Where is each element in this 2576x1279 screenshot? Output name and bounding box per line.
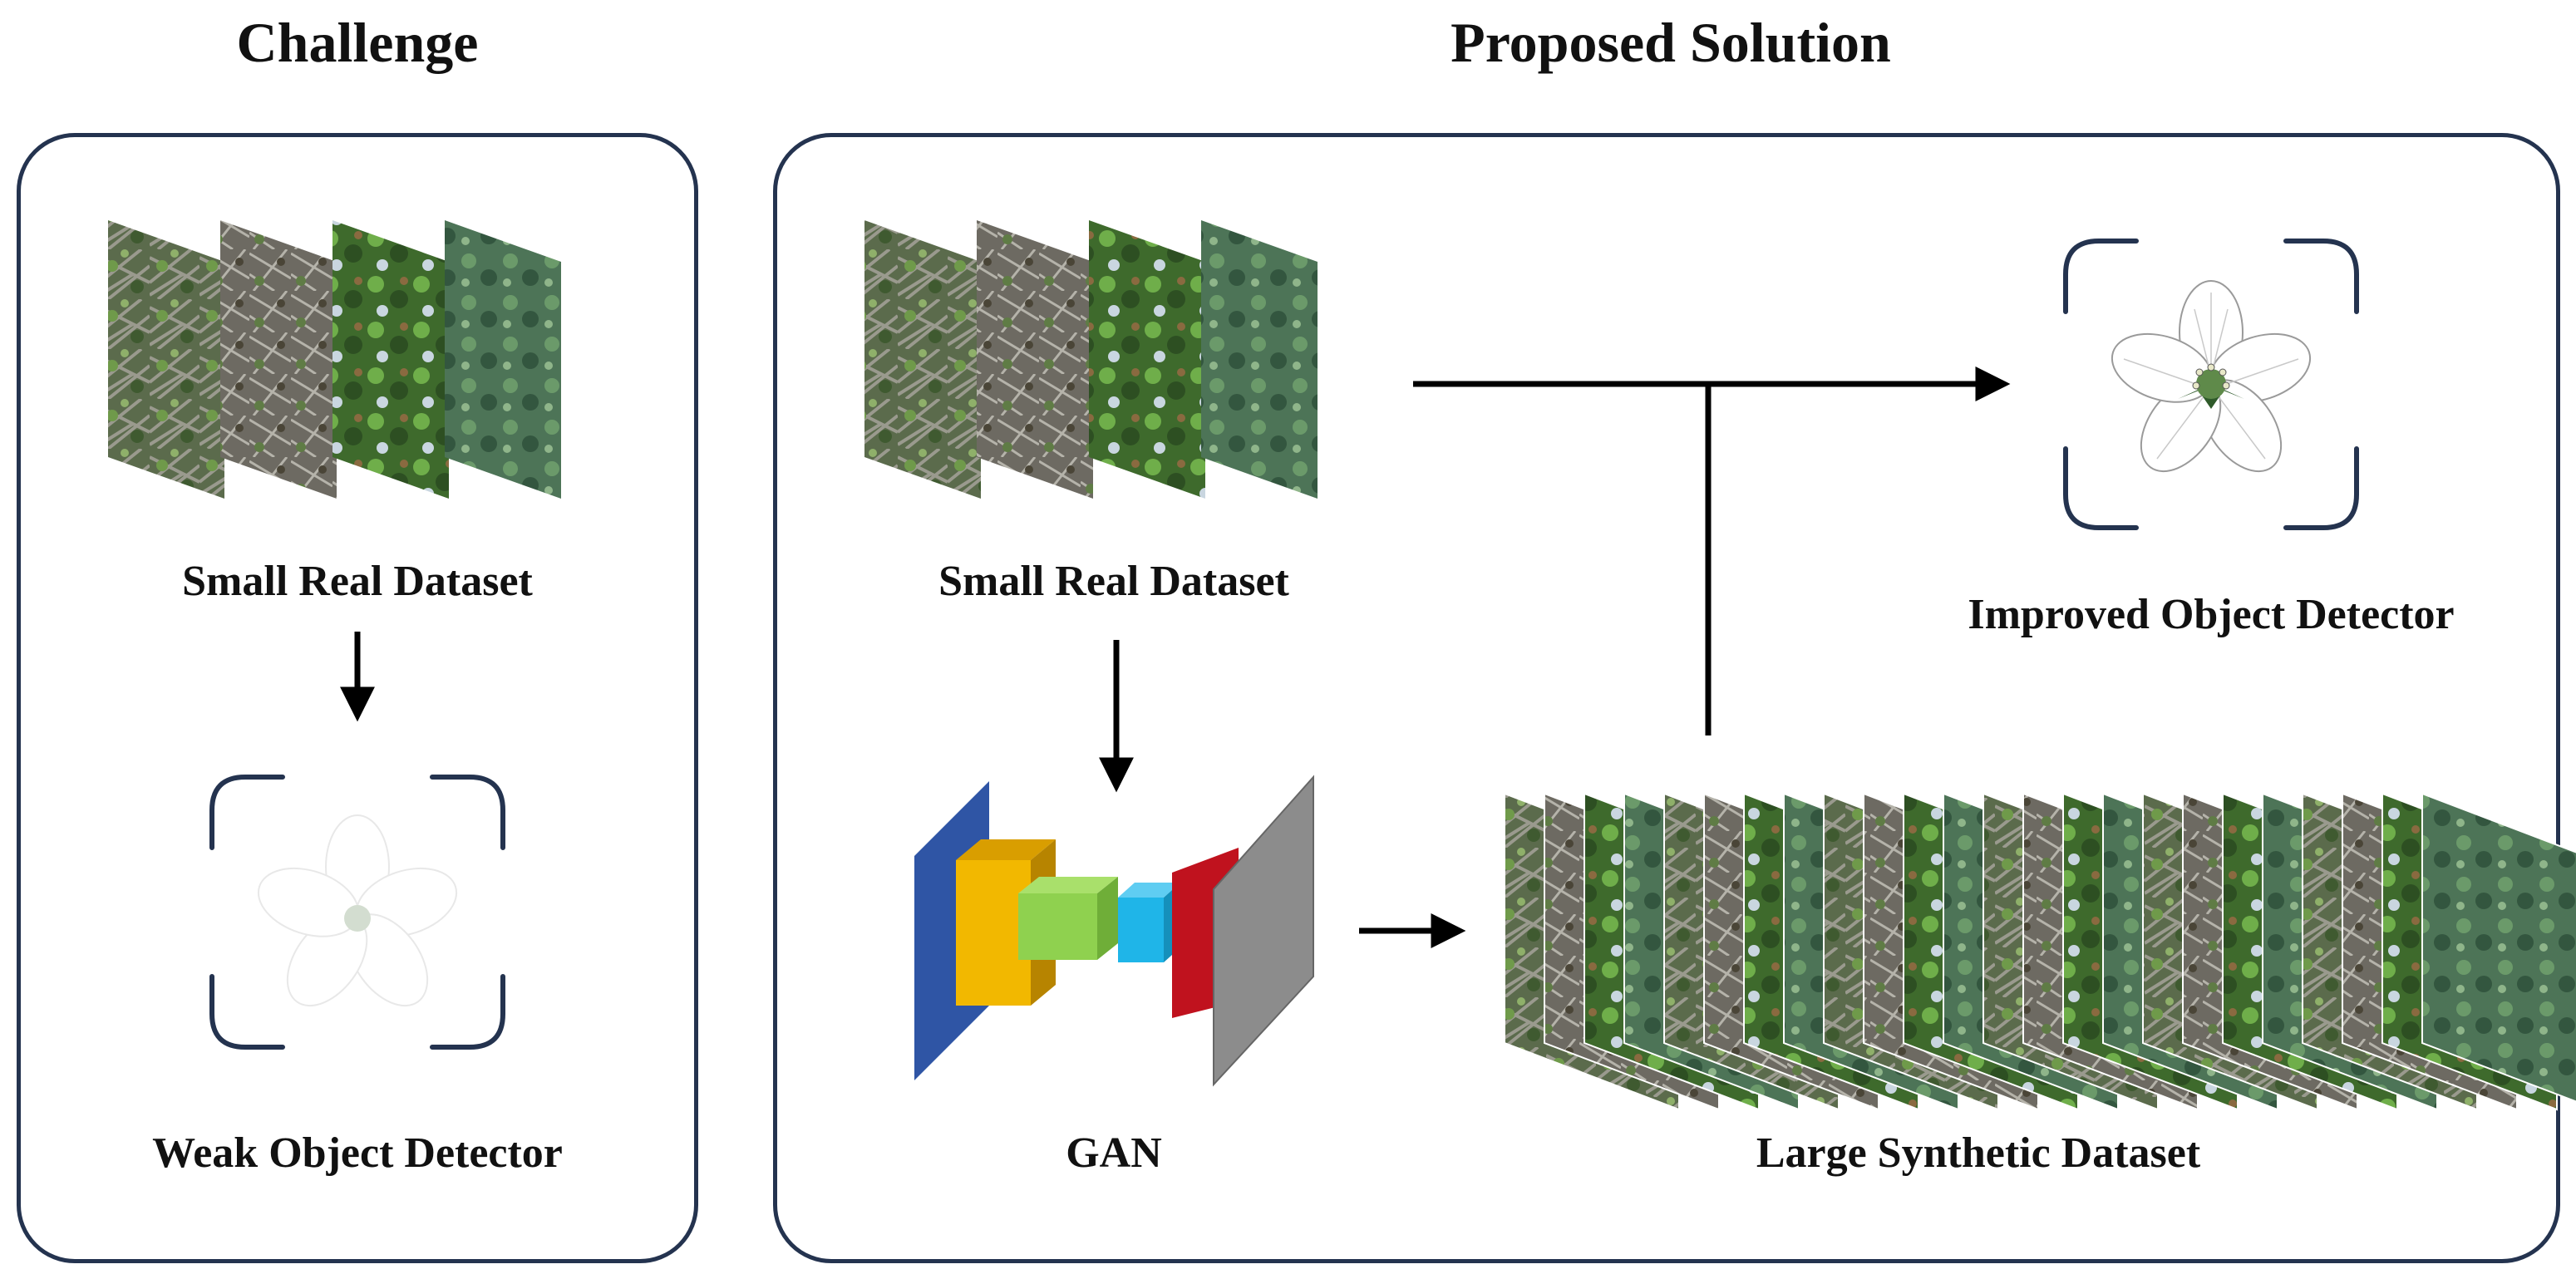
synthetic-dataset-label: Large Synthetic Dataset — [1756, 1129, 2201, 1177]
synthetic-dataset-stack — [1504, 792, 2576, 1111]
improved-detector-frame — [2063, 239, 2359, 530]
synthetic-frame — [2421, 792, 2576, 1103]
solution-dataset-label: Small Real Dataset — [938, 558, 1289, 605]
improved-flower-icon — [2102, 280, 2320, 487]
challenge-heading: Challenge — [236, 11, 479, 74]
solution-dataset-stack — [864, 220, 1318, 499]
challenge-dataset-stack — [108, 220, 561, 499]
weak-detector-frame — [209, 775, 505, 1050]
improved-detector-label: Improved Object Detector — [1968, 591, 2455, 638]
gan-network-icon — [914, 775, 1314, 1087]
challenge-dataset-label: Small Real Dataset — [182, 558, 533, 605]
gan-label: GAN — [1066, 1129, 1162, 1177]
solution-heading: Proposed Solution — [1451, 11, 1891, 74]
weak-detector-label: Weak Object Detector — [152, 1129, 563, 1177]
weak-flower-icon — [249, 814, 466, 1021]
